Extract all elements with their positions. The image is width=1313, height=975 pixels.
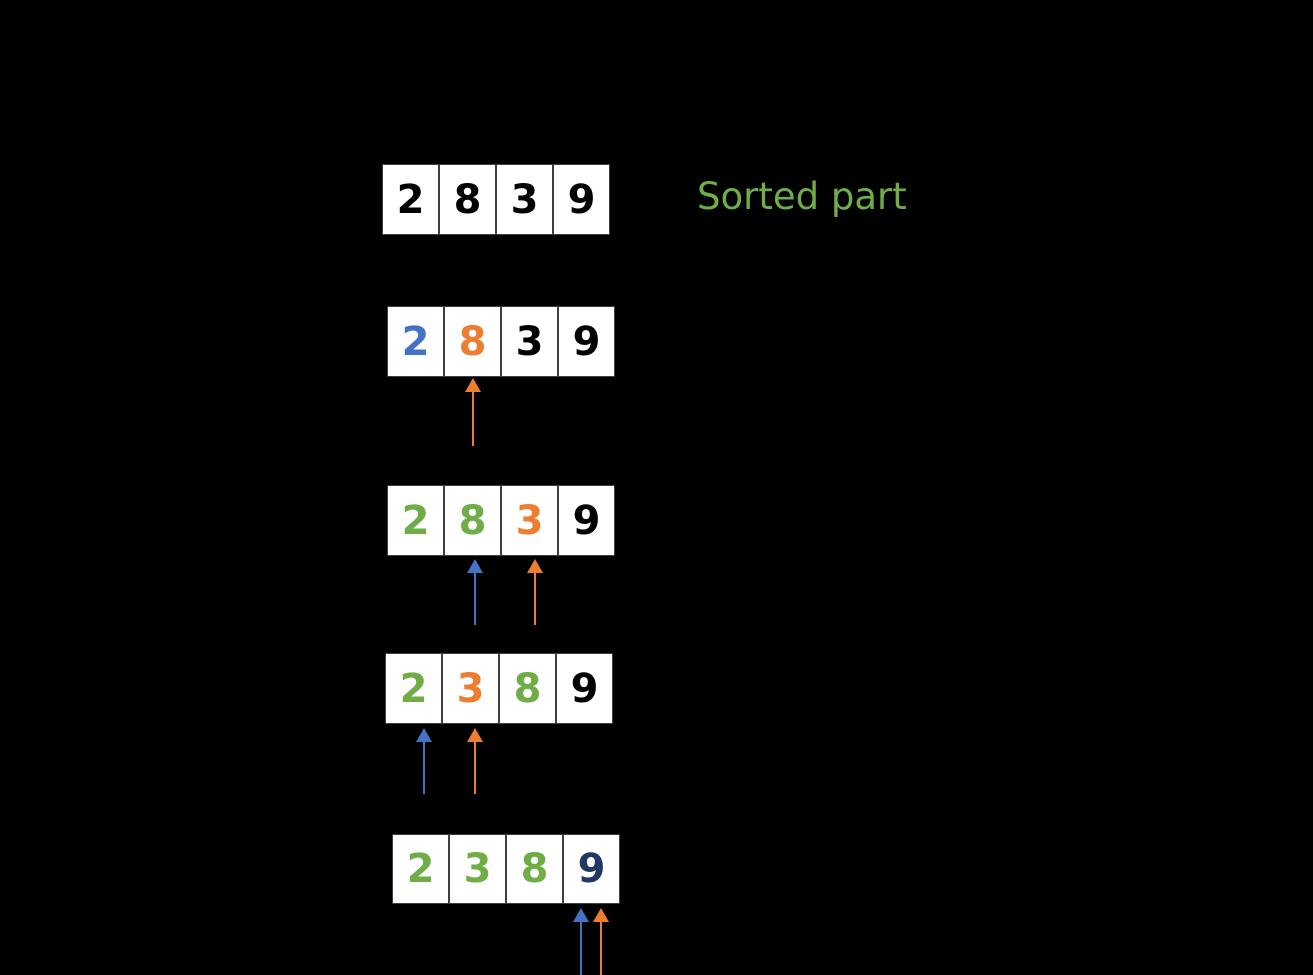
array-cell: 3 <box>449 834 506 904</box>
array-cell: 2 <box>387 485 444 556</box>
pointer-arrow-up-icon <box>527 559 543 625</box>
array-cell: 2 <box>392 834 449 904</box>
array-cell: 2 <box>387 306 444 377</box>
arrow-shaft <box>534 572 536 625</box>
pointer-arrow-up-icon <box>465 378 481 446</box>
array-cell: 8 <box>506 834 563 904</box>
array-cell: 2 <box>382 164 439 235</box>
array-cell: 9 <box>553 164 610 235</box>
arrow-head <box>573 908 589 922</box>
array-cell: 9 <box>558 306 615 377</box>
arrow-head <box>465 378 481 392</box>
arrow-shaft <box>474 741 476 794</box>
pointer-arrow-up-icon <box>467 559 483 625</box>
arrow-head <box>416 728 432 742</box>
arrow-head <box>467 728 483 742</box>
array-cell: 9 <box>563 834 620 904</box>
array-cell: 8 <box>444 306 501 377</box>
array-cell: 3 <box>501 485 558 556</box>
arrow-head <box>467 559 483 573</box>
sorted-part-legend-label: Sorted part <box>697 175 907 218</box>
array-cell: 3 <box>496 164 553 235</box>
array-cell: 3 <box>442 653 499 724</box>
array-cell: 3 <box>501 306 558 377</box>
arrow-shaft <box>600 921 602 975</box>
arrow-head <box>527 559 543 573</box>
pointer-arrow-up-icon <box>467 728 483 794</box>
arrow-shaft <box>472 391 474 446</box>
array-cell: 8 <box>499 653 556 724</box>
pointer-arrow-up-icon <box>573 908 589 975</box>
array-cell: 9 <box>558 485 615 556</box>
array-cell: 9 <box>556 653 613 724</box>
arrow-shaft <box>580 921 582 975</box>
arrow-shaft <box>474 572 476 625</box>
arrow-head <box>593 908 609 922</box>
array-cell: 8 <box>439 164 496 235</box>
arrow-shaft <box>423 741 425 794</box>
array-cell: 2 <box>385 653 442 724</box>
pointer-arrow-up-icon <box>416 728 432 794</box>
pointer-arrow-up-icon <box>593 908 609 975</box>
array-cell: 8 <box>444 485 501 556</box>
